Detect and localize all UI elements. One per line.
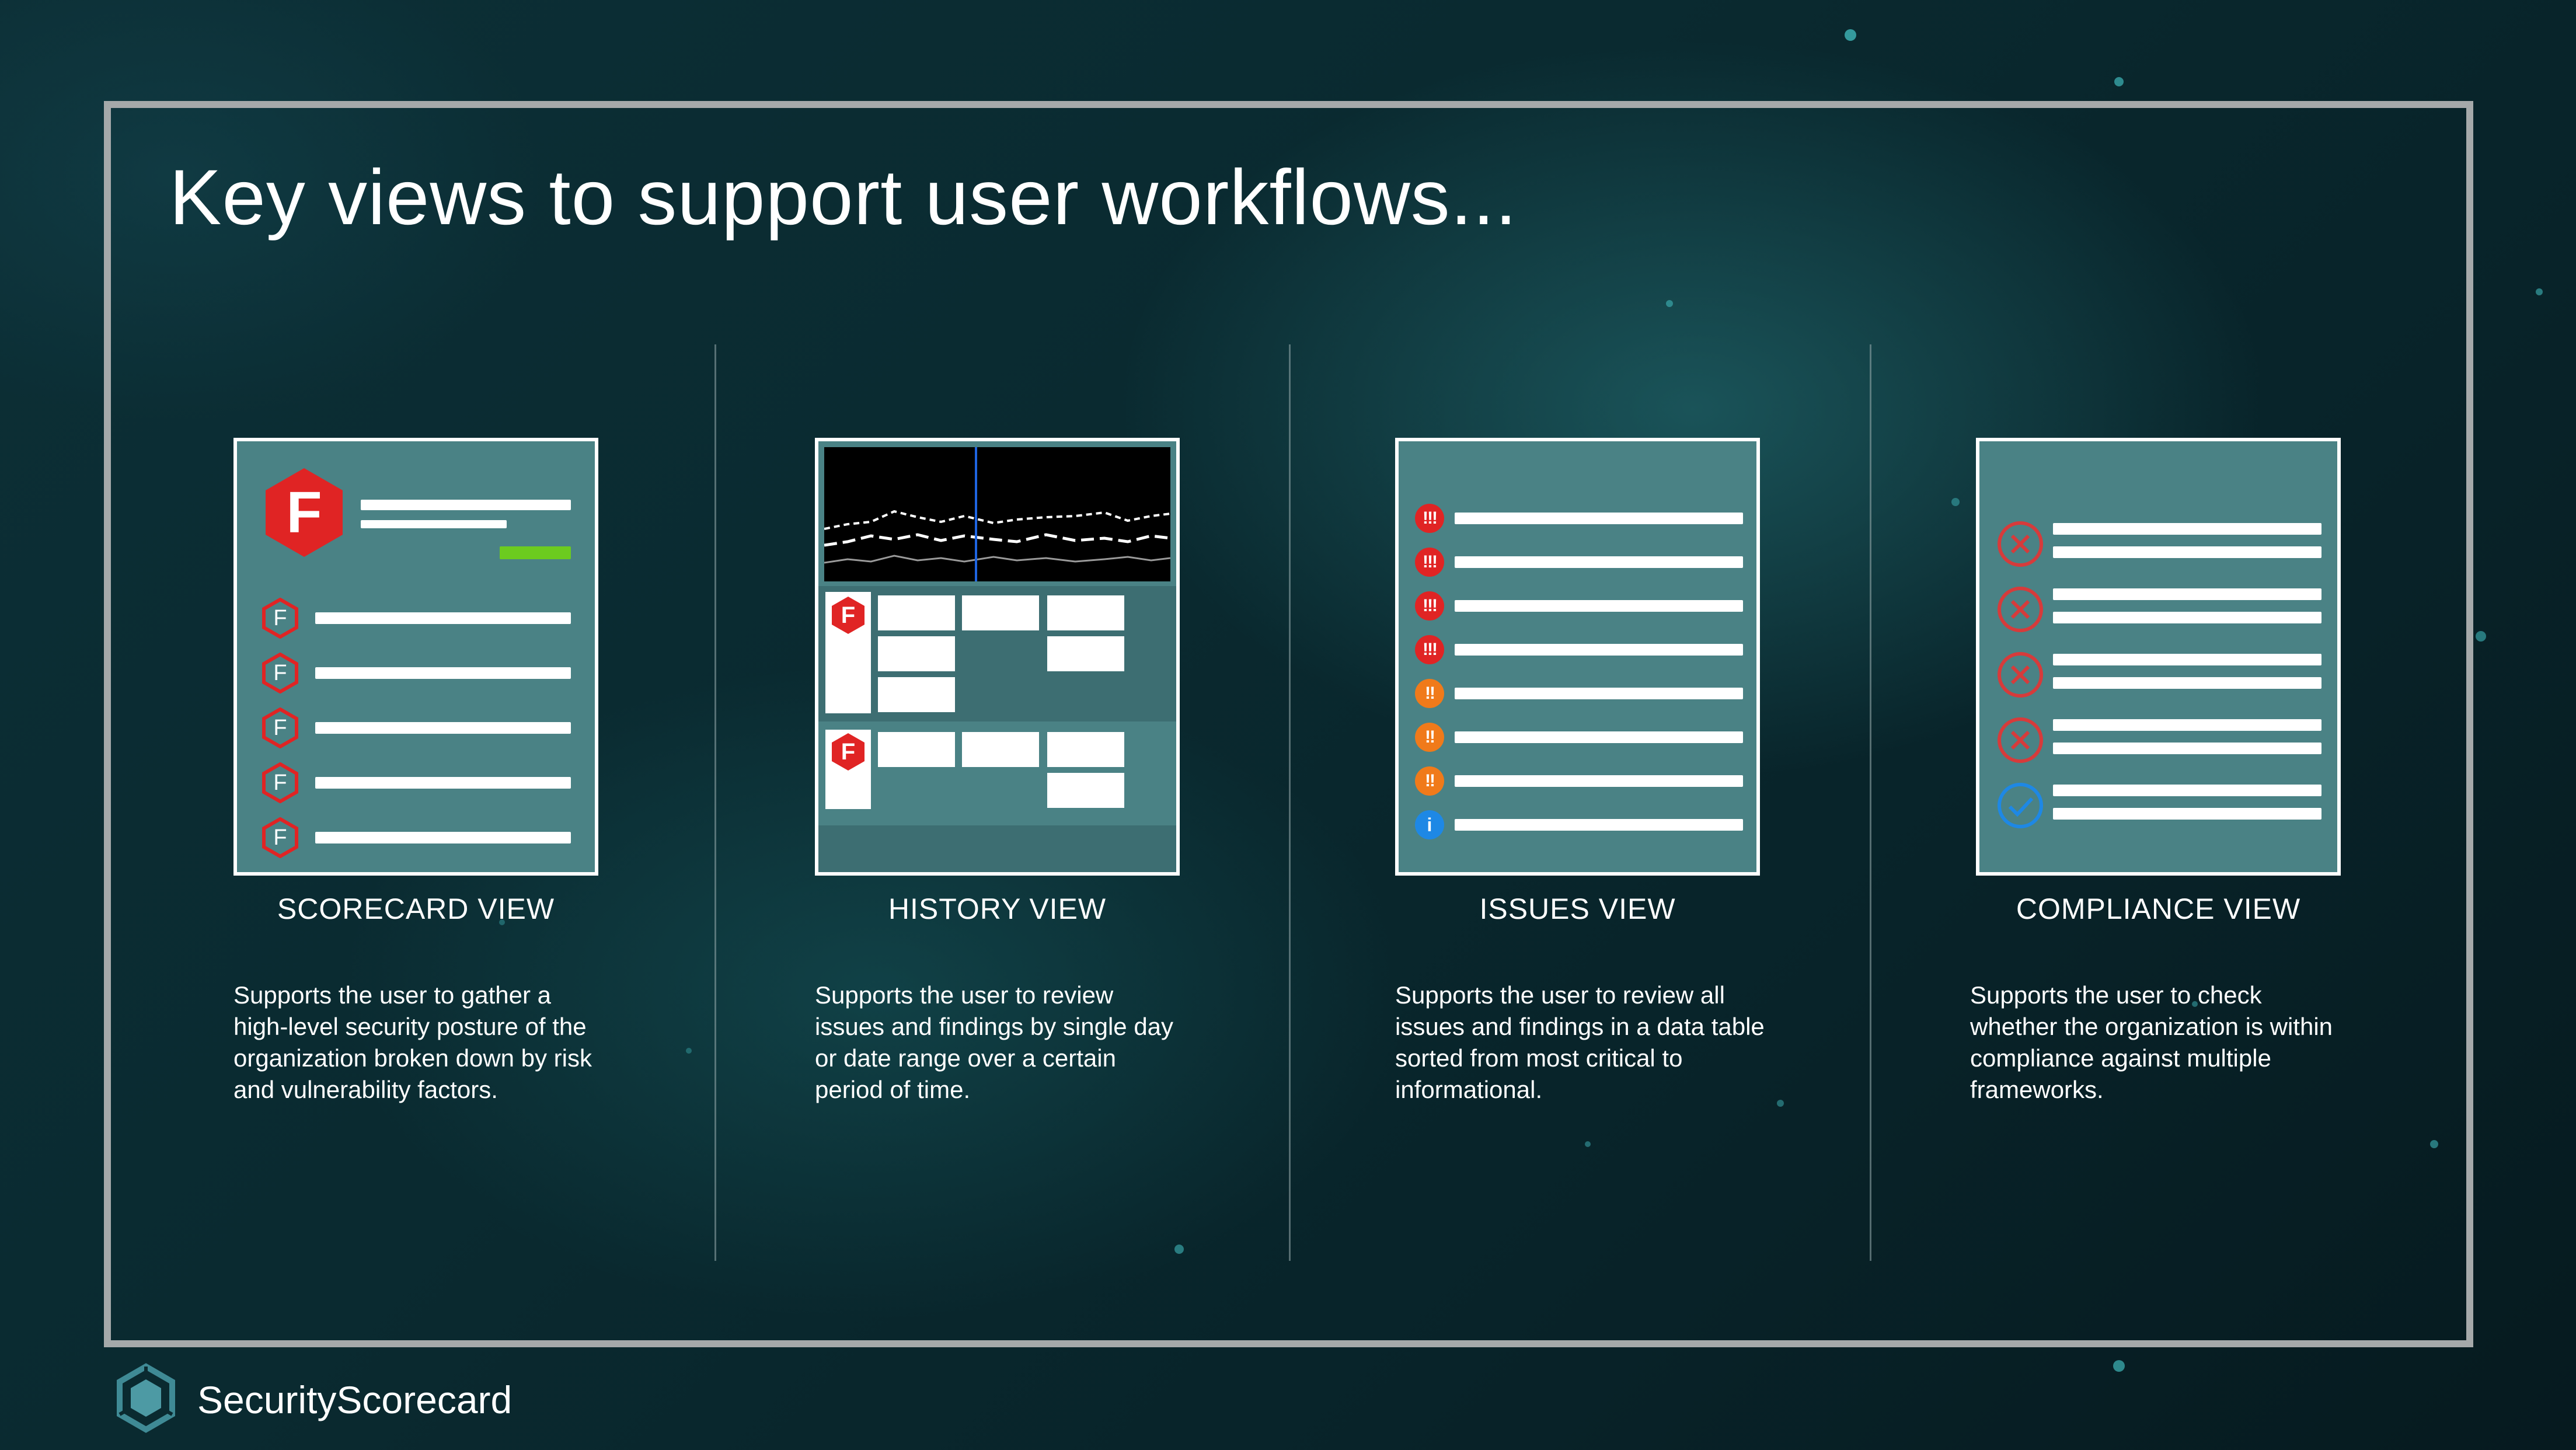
history-cell: [962, 595, 1039, 630]
history-cell: [878, 636, 955, 671]
issue-line: [1455, 731, 1743, 743]
column-divider-1: [714, 344, 716, 1261]
factor-grade-icon: [262, 653, 298, 693]
factor-grade-icon: [262, 762, 298, 803]
non-compliant-x-icon: [1998, 587, 2043, 632]
issue-line: [1455, 819, 1743, 831]
placeholder-line: [361, 520, 507, 528]
framework-line: [2053, 808, 2321, 820]
history-row-3: [818, 825, 1176, 872]
grade-f-hexagon-icon: [266, 468, 343, 557]
issues-view-description: Supports the user to review all issues a…: [1395, 981, 1765, 1103]
scorecard-view-label: SCORECARD VIEW: [277, 893, 555, 925]
compliance-view-label: COMPLIANCE VIEW: [2016, 893, 2301, 925]
issues-view-thumbnail: !!! !!! !!! !!! !! !! !! i: [1395, 438, 1760, 876]
factor-grade-letter: F: [273, 770, 287, 795]
issue-line: [1455, 600, 1743, 612]
framework-line: [2053, 677, 2321, 689]
high-issue-icon: !!: [1415, 766, 1444, 796]
non-compliant-x-icon: [1998, 717, 2043, 763]
issue-line: [1455, 688, 1743, 699]
critical-issue-icon: !!!: [1415, 635, 1444, 664]
factor-line: [315, 612, 571, 624]
history-view-description: Supports the user to review issues and f…: [815, 981, 1174, 1103]
framework-line: [2053, 523, 2321, 535]
brand-name: SecurityScorecard: [197, 1378, 513, 1421]
framework-line: [2053, 612, 2321, 623]
column-divider-3: [1870, 344, 1871, 1261]
factor-grade-letter: F: [273, 660, 287, 685]
history-line-chart: [824, 447, 1170, 581]
info-issue-icon: i: [1415, 810, 1444, 839]
compliant-check-icon: [1998, 783, 2043, 828]
slide-frame: [104, 101, 2473, 1347]
history-cell: [1047, 732, 1124, 767]
score-indicator-bar: [500, 546, 571, 559]
history-cell: [1047, 773, 1124, 808]
history-grade-letter: F: [841, 738, 856, 765]
critical-issue-icon: !!!: [1415, 548, 1444, 577]
critical-issue-icon: !!!: [1415, 591, 1444, 621]
framework-line: [2053, 743, 2321, 754]
history-grade-letter: F: [841, 602, 856, 628]
issue-line: [1455, 513, 1743, 524]
factor-line: [315, 832, 571, 843]
grade-f-hexagon-icon: [832, 597, 865, 634]
placeholder-line: [361, 500, 571, 510]
framework-line: [2053, 654, 2321, 665]
history-cell: [878, 677, 955, 712]
history-view-label: HISTORY VIEW: [888, 893, 1107, 925]
non-compliant-x-icon: [1998, 652, 2043, 698]
grade-letter: F: [286, 479, 322, 545]
framework-line: [2053, 785, 2321, 796]
factor-grade-letter: F: [273, 825, 287, 850]
framework-line: [2053, 588, 2321, 600]
factor-grade-letter: F: [273, 715, 287, 740]
slide-title: Key views to support user workflows...: [169, 154, 1518, 241]
history-view-thumbnail: F F: [815, 438, 1180, 876]
scorecard-view-description: Supports the user to gather a high-level…: [233, 981, 592, 1103]
factor-line: [315, 722, 571, 734]
securityscorecard-logo-icon: [117, 1363, 175, 1433]
compliance-view-thumbnail: [1976, 438, 2341, 876]
scorecard-view-thumbnail: F F F F F F: [233, 438, 598, 876]
non-compliant-x-icon: [1998, 521, 2043, 567]
issue-line: [1455, 556, 1743, 568]
history-cell: [878, 595, 955, 630]
high-issue-icon: !!: [1415, 723, 1444, 752]
history-cell: [962, 732, 1039, 767]
factor-grade-icon: [262, 817, 298, 858]
high-issue-icon: !!: [1415, 679, 1444, 708]
critical-issue-icon: !!!: [1415, 504, 1444, 533]
framework-line: [2053, 546, 2321, 558]
history-cell: [1047, 595, 1124, 630]
history-cell: [878, 732, 955, 767]
history-cell: [1047, 636, 1124, 671]
issue-line: [1455, 644, 1743, 656]
column-divider-2: [1289, 344, 1291, 1261]
compliance-view-description: Supports the user to check whether the o…: [1970, 981, 2333, 1103]
factor-line: [315, 777, 571, 789]
issues-view-label: ISSUES VIEW: [1479, 893, 1676, 925]
factor-grade-icon: [262, 707, 298, 748]
grade-f-hexagon-icon: [832, 733, 865, 771]
factor-line: [315, 667, 571, 679]
factor-grade-icon: [262, 598, 298, 639]
factor-grade-letter: F: [273, 605, 287, 630]
issue-line: [1455, 775, 1743, 787]
framework-line: [2053, 719, 2321, 731]
